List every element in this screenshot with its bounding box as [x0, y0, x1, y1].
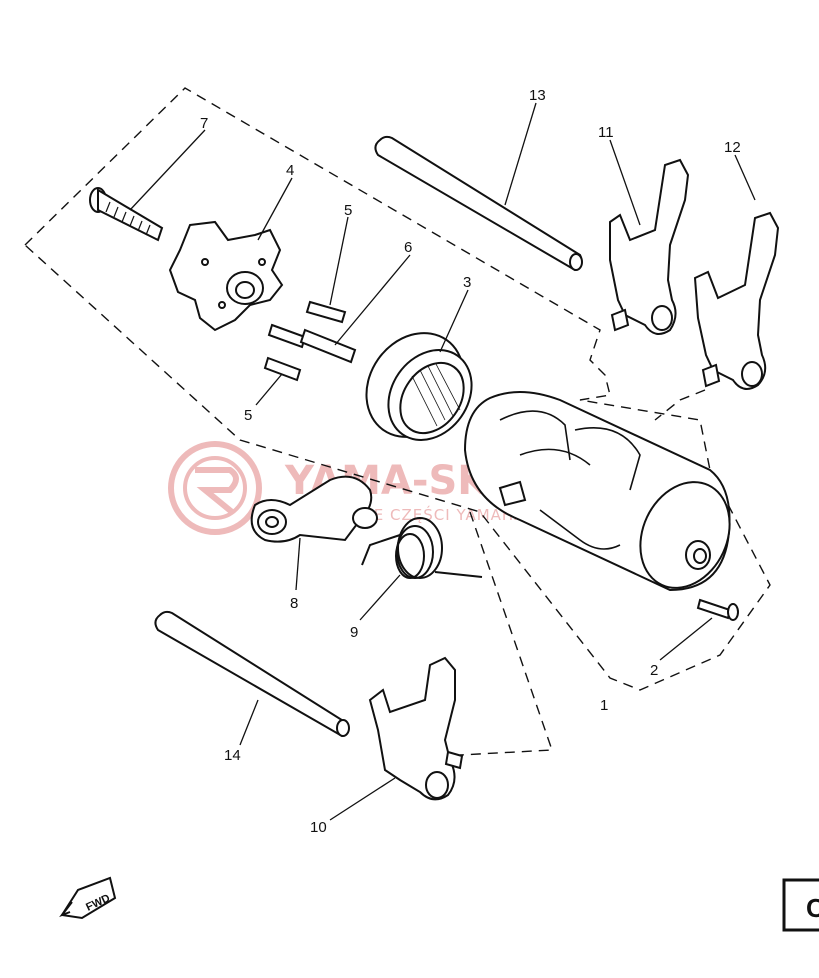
- corner-box: C: [782, 878, 819, 932]
- part-labels: 7 4 5 6 3 13 11 12 5 8 9 2 1 14 10: [200, 87, 741, 836]
- label-2: 2: [650, 662, 658, 679]
- label-7: 7: [200, 115, 208, 132]
- label-4: 4: [286, 162, 294, 179]
- part-10-shift-fork: [368, 656, 464, 801]
- label-9: 9: [350, 624, 358, 641]
- part-5-pins: [263, 300, 347, 382]
- leader-lines: [129, 102, 756, 821]
- label-8: 8: [290, 595, 298, 612]
- label-5-bottom: 5: [244, 407, 252, 424]
- part-3-bearing: [365, 332, 473, 441]
- part-9-spring: [361, 517, 483, 579]
- label-6: 6: [404, 239, 412, 256]
- part-13-guide-bar: [374, 135, 583, 272]
- assembly-outline: [24, 87, 771, 756]
- label-1: 1: [600, 697, 608, 714]
- label-3: 3: [463, 274, 471, 291]
- label-10: 10: [310, 819, 327, 836]
- part-7-bolt: [89, 187, 164, 242]
- label-13: 13: [529, 87, 546, 104]
- part-2-screw: [696, 598, 739, 621]
- label-14: 14: [224, 747, 241, 764]
- label-12: 12: [724, 139, 741, 156]
- fwd-arrow-icon: FWD: [59, 876, 117, 920]
- part-14-guide-bar: [154, 610, 350, 738]
- part-4-segment: [168, 220, 284, 332]
- part-11-shift-fork: [609, 158, 690, 335]
- part-8-lever: [250, 475, 378, 543]
- label-5-top: 5: [344, 202, 352, 219]
- part-1-shift-drum: [463, 390, 731, 592]
- corner-box-text: C: [806, 893, 819, 923]
- part-12-shift-fork: [693, 211, 780, 390]
- label-11: 11: [598, 124, 614, 141]
- part-6-pin: [299, 328, 357, 364]
